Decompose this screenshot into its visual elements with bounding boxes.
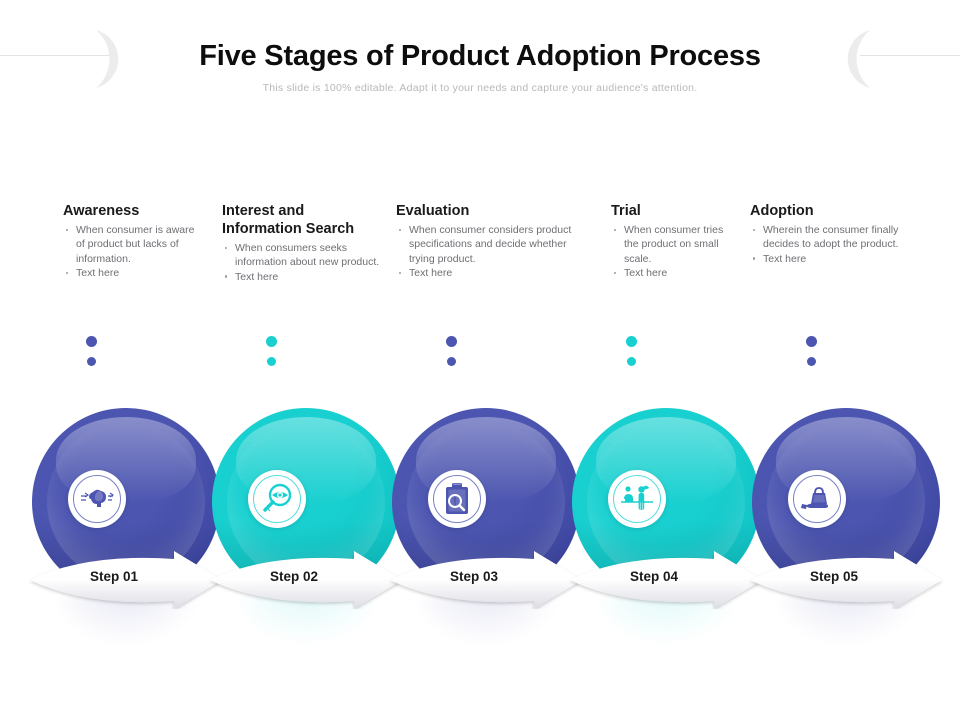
stage-icon-badge[interactable] [68, 470, 126, 528]
stage-heading: Awareness [63, 203, 140, 219]
badge-ring [613, 475, 661, 523]
bullet-dot-icon [66, 228, 69, 231]
bullet-dot-icon [753, 228, 756, 231]
stage-bullet-item: When consumer considers product specific… [396, 223, 586, 266]
connector-dot-icon [447, 357, 456, 366]
bullet-dot-icon [614, 228, 617, 231]
connector-dot-icon [266, 336, 277, 347]
stage-sphere[interactable]: Step 05 [750, 408, 942, 609]
page-title: Five Stages of Product Adoption Process [199, 40, 761, 72]
stage-bullet-item: Text here [396, 266, 586, 280]
bullet-dot-icon [399, 228, 402, 231]
stage-bullet-list: When consumer tries the product on small… [611, 223, 731, 281]
head-brain-icon [80, 484, 114, 514]
stage-bullet-text: Wherein the consumer finally decides to … [763, 224, 899, 251]
stage-sphere[interactable]: Step 03 [390, 408, 582, 609]
stage-icon-badge[interactable] [428, 470, 486, 528]
stage-bullet-text: Text here [624, 267, 668, 280]
stage-icon-badge[interactable] [608, 470, 666, 528]
stage-sphere[interactable]: Step 01 [30, 408, 222, 609]
arrow-shape-icon [210, 551, 402, 609]
stage-bullet-item: Wherein the consumer finally decides to … [750, 223, 910, 252]
stage-connector-dots [86, 336, 97, 376]
stage-bullet-text: When consumer is aware of product but la… [76, 224, 195, 265]
stage-heading: Interest and Information Search [222, 203, 355, 237]
badge-ring [793, 475, 841, 523]
stage-bullet-text: Text here [76, 267, 120, 280]
connector-dot-icon [626, 336, 637, 347]
clipboard-search-icon [443, 482, 471, 516]
stage-bullet-text: When consumer considers product specific… [409, 224, 572, 265]
badge-ring [73, 475, 121, 523]
stage-heading: Adoption [750, 203, 814, 219]
bullet-dot-icon [66, 271, 69, 275]
stage-connector-dots [446, 336, 457, 376]
bullet-dot-icon [399, 271, 402, 275]
stage-sphere[interactable]: Step 04 [570, 408, 762, 609]
stage-bullet-list: When consumers seeks information about n… [222, 241, 382, 284]
bullet-dot-icon [225, 246, 228, 249]
stage-bullet-text: Text here [763, 252, 807, 265]
badge-ring [253, 475, 301, 523]
magnifier-eye-icon [261, 483, 293, 515]
stage-bullet-text: Text here [235, 270, 279, 283]
stage-heading: Trial [611, 203, 641, 219]
stage-bullet-list: Wherein the consumer finally decides to … [750, 223, 910, 266]
page-subtitle: This slide is 100% editable. Adapt it to… [262, 82, 698, 94]
bullet-dot-icon [614, 271, 617, 275]
stage-bullet-item: Text here [222, 270, 382, 284]
step-arrow-band: Step 03 [386, 551, 592, 609]
connector-dot-icon [446, 336, 457, 347]
connector-dot-icon [87, 357, 96, 366]
arrow-shape-icon [570, 551, 762, 609]
stage-bullet-text: Text here [409, 267, 453, 280]
bullet-dot-icon [753, 257, 756, 260]
stage-bullet-item: Text here [611, 266, 731, 280]
step-arrow-band: Step 01 [26, 551, 232, 609]
header-line-right [860, 55, 960, 56]
arrow-shape-icon [30, 551, 222, 609]
hand-shopping-bag-icon [800, 484, 834, 514]
stage-bullet-text: When consumers seeks information about n… [235, 242, 380, 269]
stage-sphere[interactable]: Step 02 [210, 408, 402, 609]
step-arrow-band: Step 05 [746, 551, 952, 609]
stage-connector-dots [266, 336, 277, 376]
stage-bullet-item: When consumer is aware of product but la… [63, 223, 203, 266]
arrow-shape-icon [750, 551, 942, 609]
stage-icon-badge[interactable] [248, 470, 306, 528]
step-arrow-band: Step 02 [206, 551, 412, 609]
connector-dot-icon [806, 336, 817, 347]
stage-bullet-item: When consumer tries the product on small… [611, 223, 731, 266]
bullet-dot-icon [225, 275, 228, 278]
stage-bullet-list: When consumer considers product specific… [396, 223, 586, 281]
connector-dot-icon [627, 357, 636, 366]
arrow-shape-icon [390, 551, 582, 609]
connector-dot-icon [267, 357, 276, 366]
stage-connector-dots [806, 336, 817, 376]
stage-bullet-text: When consumer tries the product on small… [624, 224, 724, 265]
stage-bullet-item: When consumers seeks information about n… [222, 241, 382, 270]
header-line-left [0, 55, 110, 56]
stage-heading: Evaluation [396, 203, 470, 219]
connector-dot-icon [807, 357, 816, 366]
stage-bullet-item: Text here [750, 252, 910, 266]
connector-dot-icon [86, 336, 97, 347]
step-arrow-band: Step 04 [566, 551, 772, 609]
badge-ring [433, 475, 481, 523]
stage-bullet-list: When consumer is aware of product but la… [63, 223, 203, 281]
person-counter-icon [620, 484, 654, 514]
stage-bullet-item: Text here [63, 266, 203, 280]
stage-connector-dots [626, 336, 637, 376]
stage-icon-badge[interactable] [788, 470, 846, 528]
